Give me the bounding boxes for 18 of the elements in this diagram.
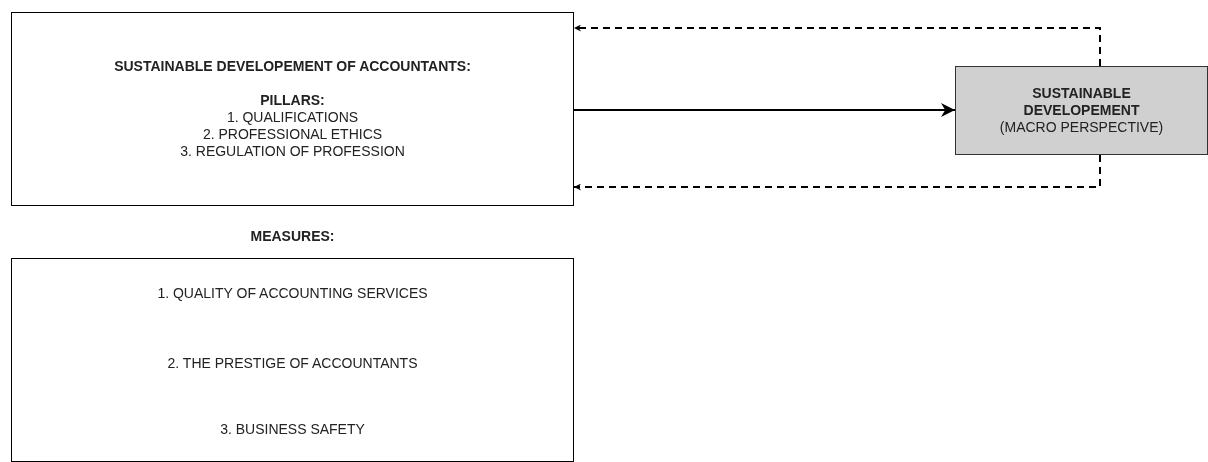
node-text: PILLARS: (260, 92, 325, 109)
node-text: 2. PROFESSIONAL ETHICS (202, 126, 383, 143)
concept-box (11, 12, 574, 206)
node-text: 3. REGULATION OF PROFESSION (180, 143, 405, 160)
macro-box (955, 66, 1208, 155)
table-row (11, 258, 574, 329)
arrow (573, 154, 1101, 191)
table-heading: MEASURES: (250, 228, 335, 245)
node-text: (MACRO PERSPECTIVE) (999, 119, 1164, 136)
node-text: 3. BUSINESS SAFETY (220, 421, 365, 438)
heading-text: SUSTAINABLE DEVELOPEMENT OF ACCOUNTANTS: (114, 58, 471, 75)
table-row (11, 398, 574, 462)
node-text: 1. QUALIFICATIONS (226, 109, 359, 126)
arrow (573, 24, 1101, 67)
arrow (573, 103, 956, 117)
node-text: 1. QUALITY OF ACCOUNTING SERVICES (157, 285, 428, 302)
node-text: 2. THE PRESTIGE OF ACCOUNTANTS (167, 354, 418, 372)
heading-text: SUSTAINABLE DEVELOPEMENT (1022, 85, 1141, 119)
